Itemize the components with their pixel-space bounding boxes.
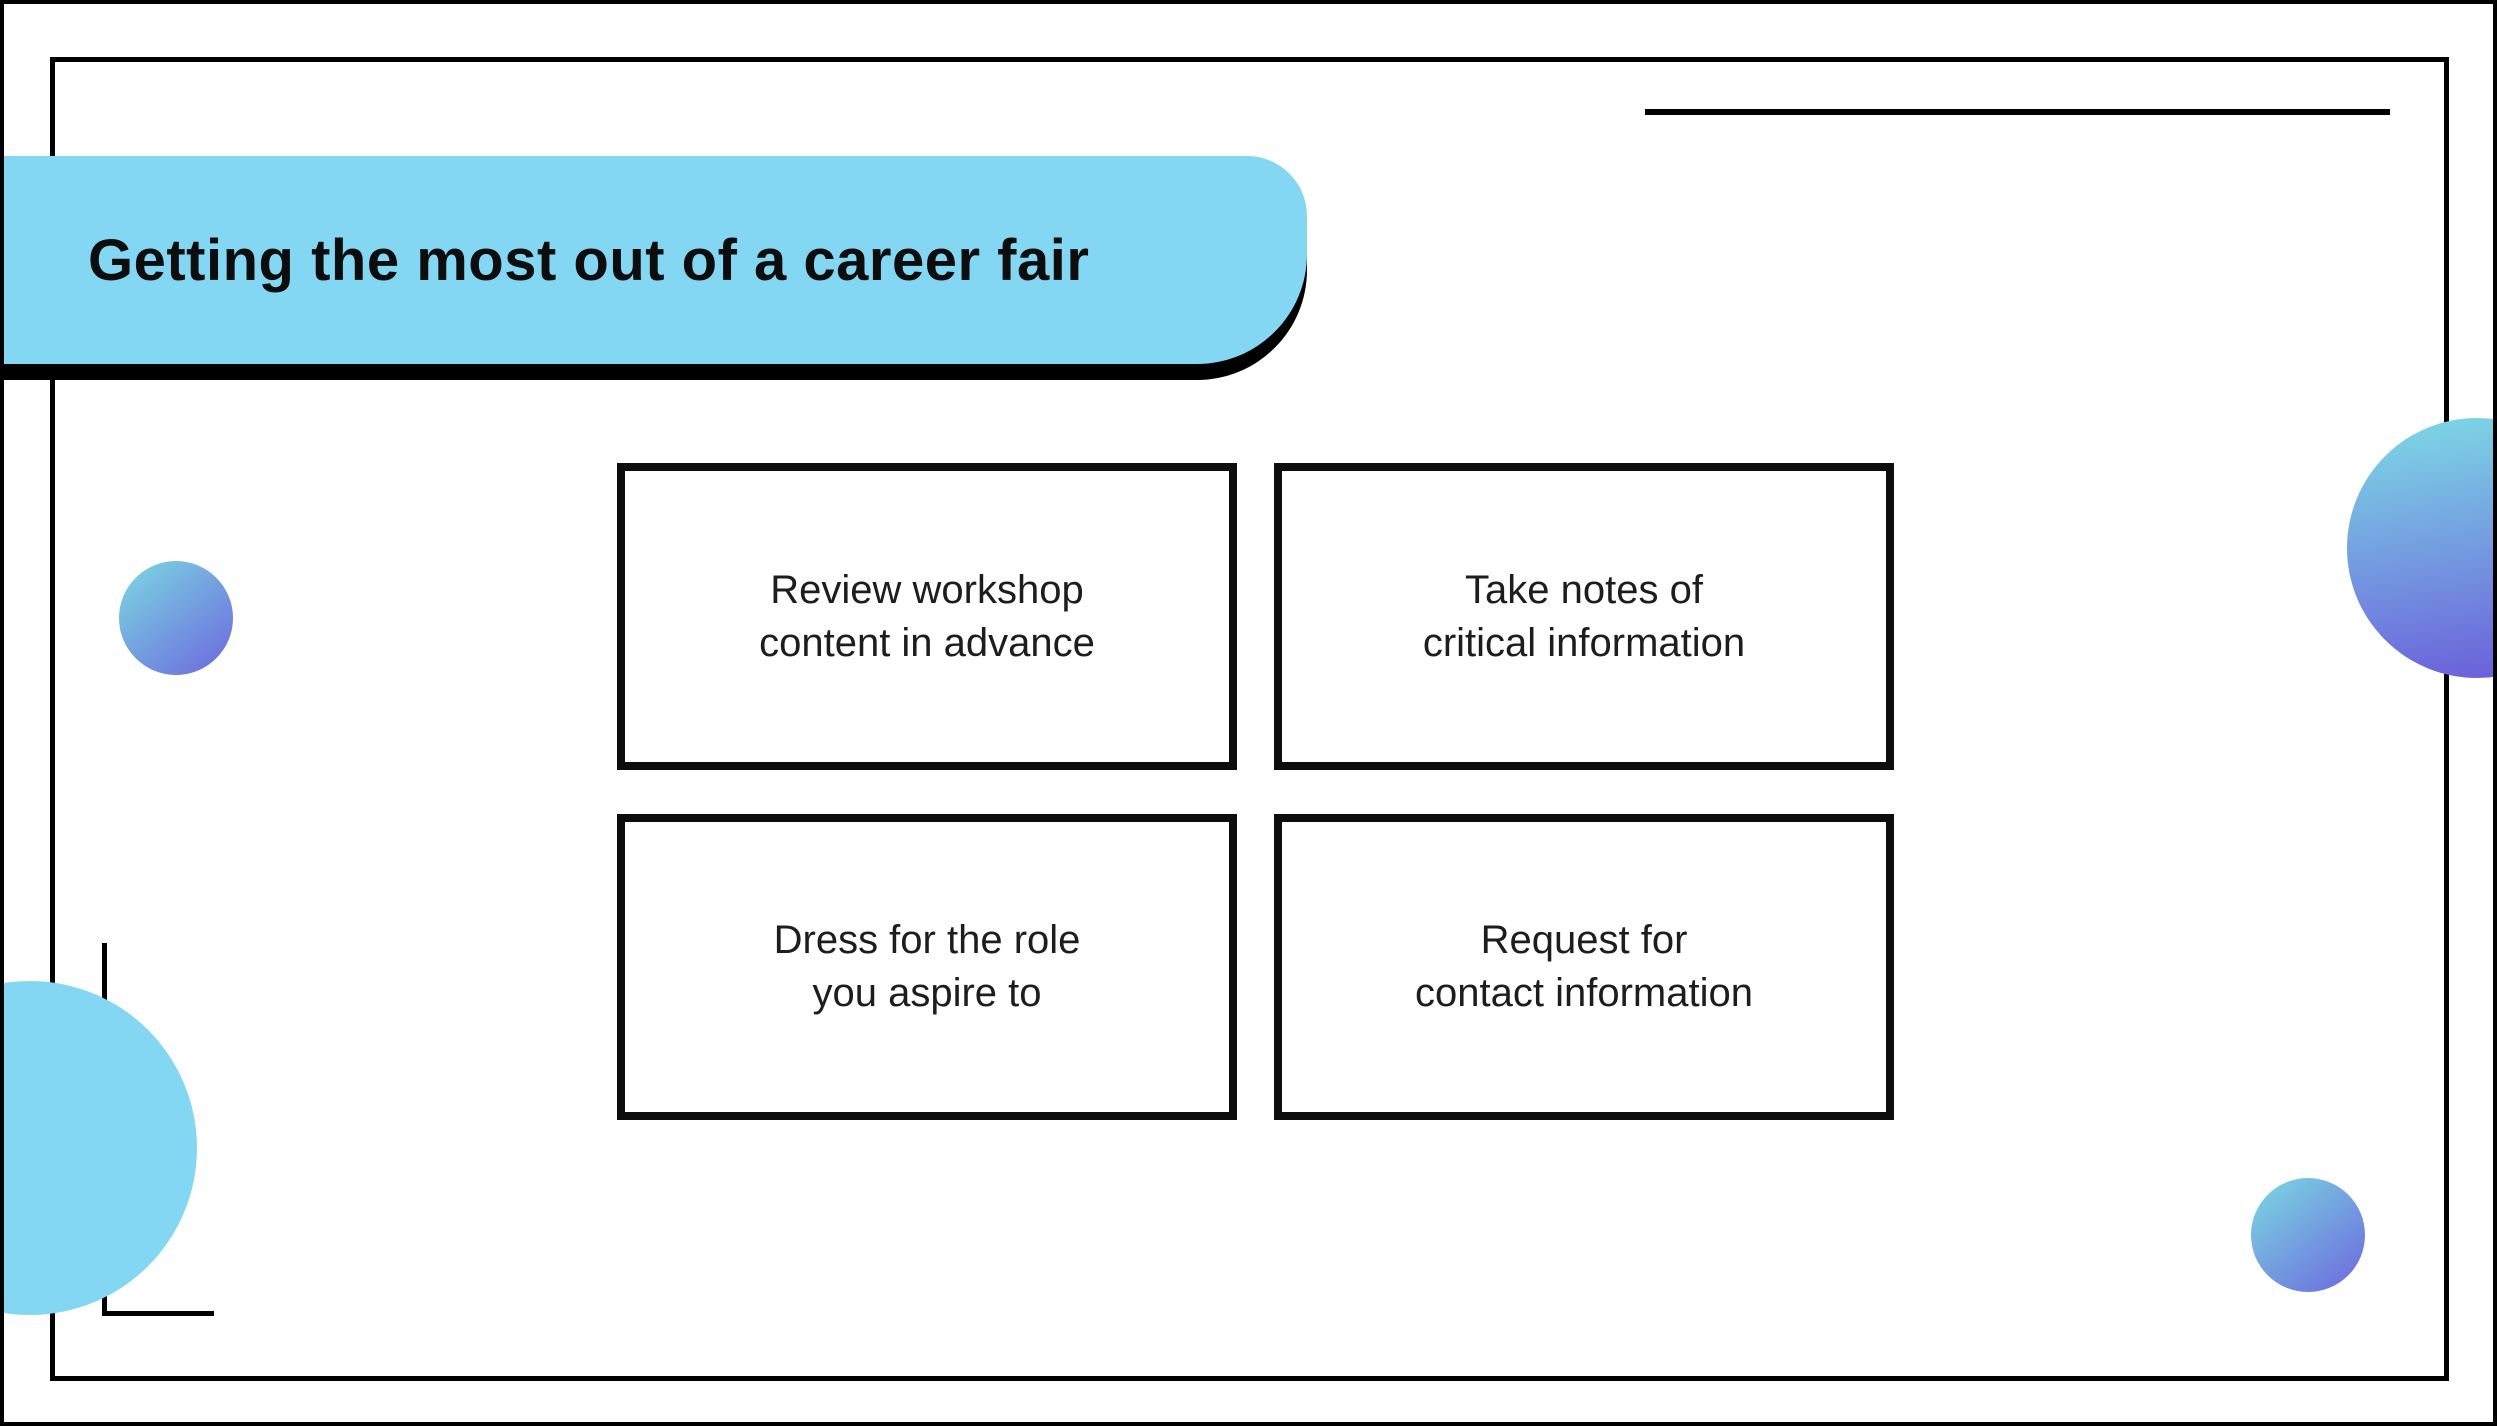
card-text-line: critical information [1422, 620, 1746, 665]
gradient-circle-small-bottom-right [2251, 1178, 2365, 1292]
card-take-notes: Take notes of critical information [1274, 463, 1894, 770]
card-text-line: you aspire to [812, 971, 1042, 1015]
card-text-line: content in advance [759, 620, 1095, 665]
inner-frame [50, 57, 2449, 1381]
top-right-decorative-line [1645, 109, 2390, 115]
card-text-line: Take notes of [1465, 567, 1703, 612]
card-dress-role: Dress for the role you aspire to [617, 814, 1237, 1120]
page-title: Getting the most out of a career fair [88, 227, 1090, 293]
title-banner: Getting the most out of a career fair [0, 156, 1307, 364]
card-text-line: Request for [1480, 918, 1688, 963]
card-request-contact: Request for contact information [1274, 814, 1894, 1120]
gradient-circle-small-left [119, 561, 233, 675]
card-review-workshop: Review workshop content in advance [617, 463, 1237, 770]
card-text-line: Review workshop [770, 567, 1084, 612]
card-text-line: Dress for the role [773, 918, 1081, 963]
card-text-line: contact information [1415, 971, 1753, 1015]
corner-bracket-horizontal [102, 1311, 214, 1316]
